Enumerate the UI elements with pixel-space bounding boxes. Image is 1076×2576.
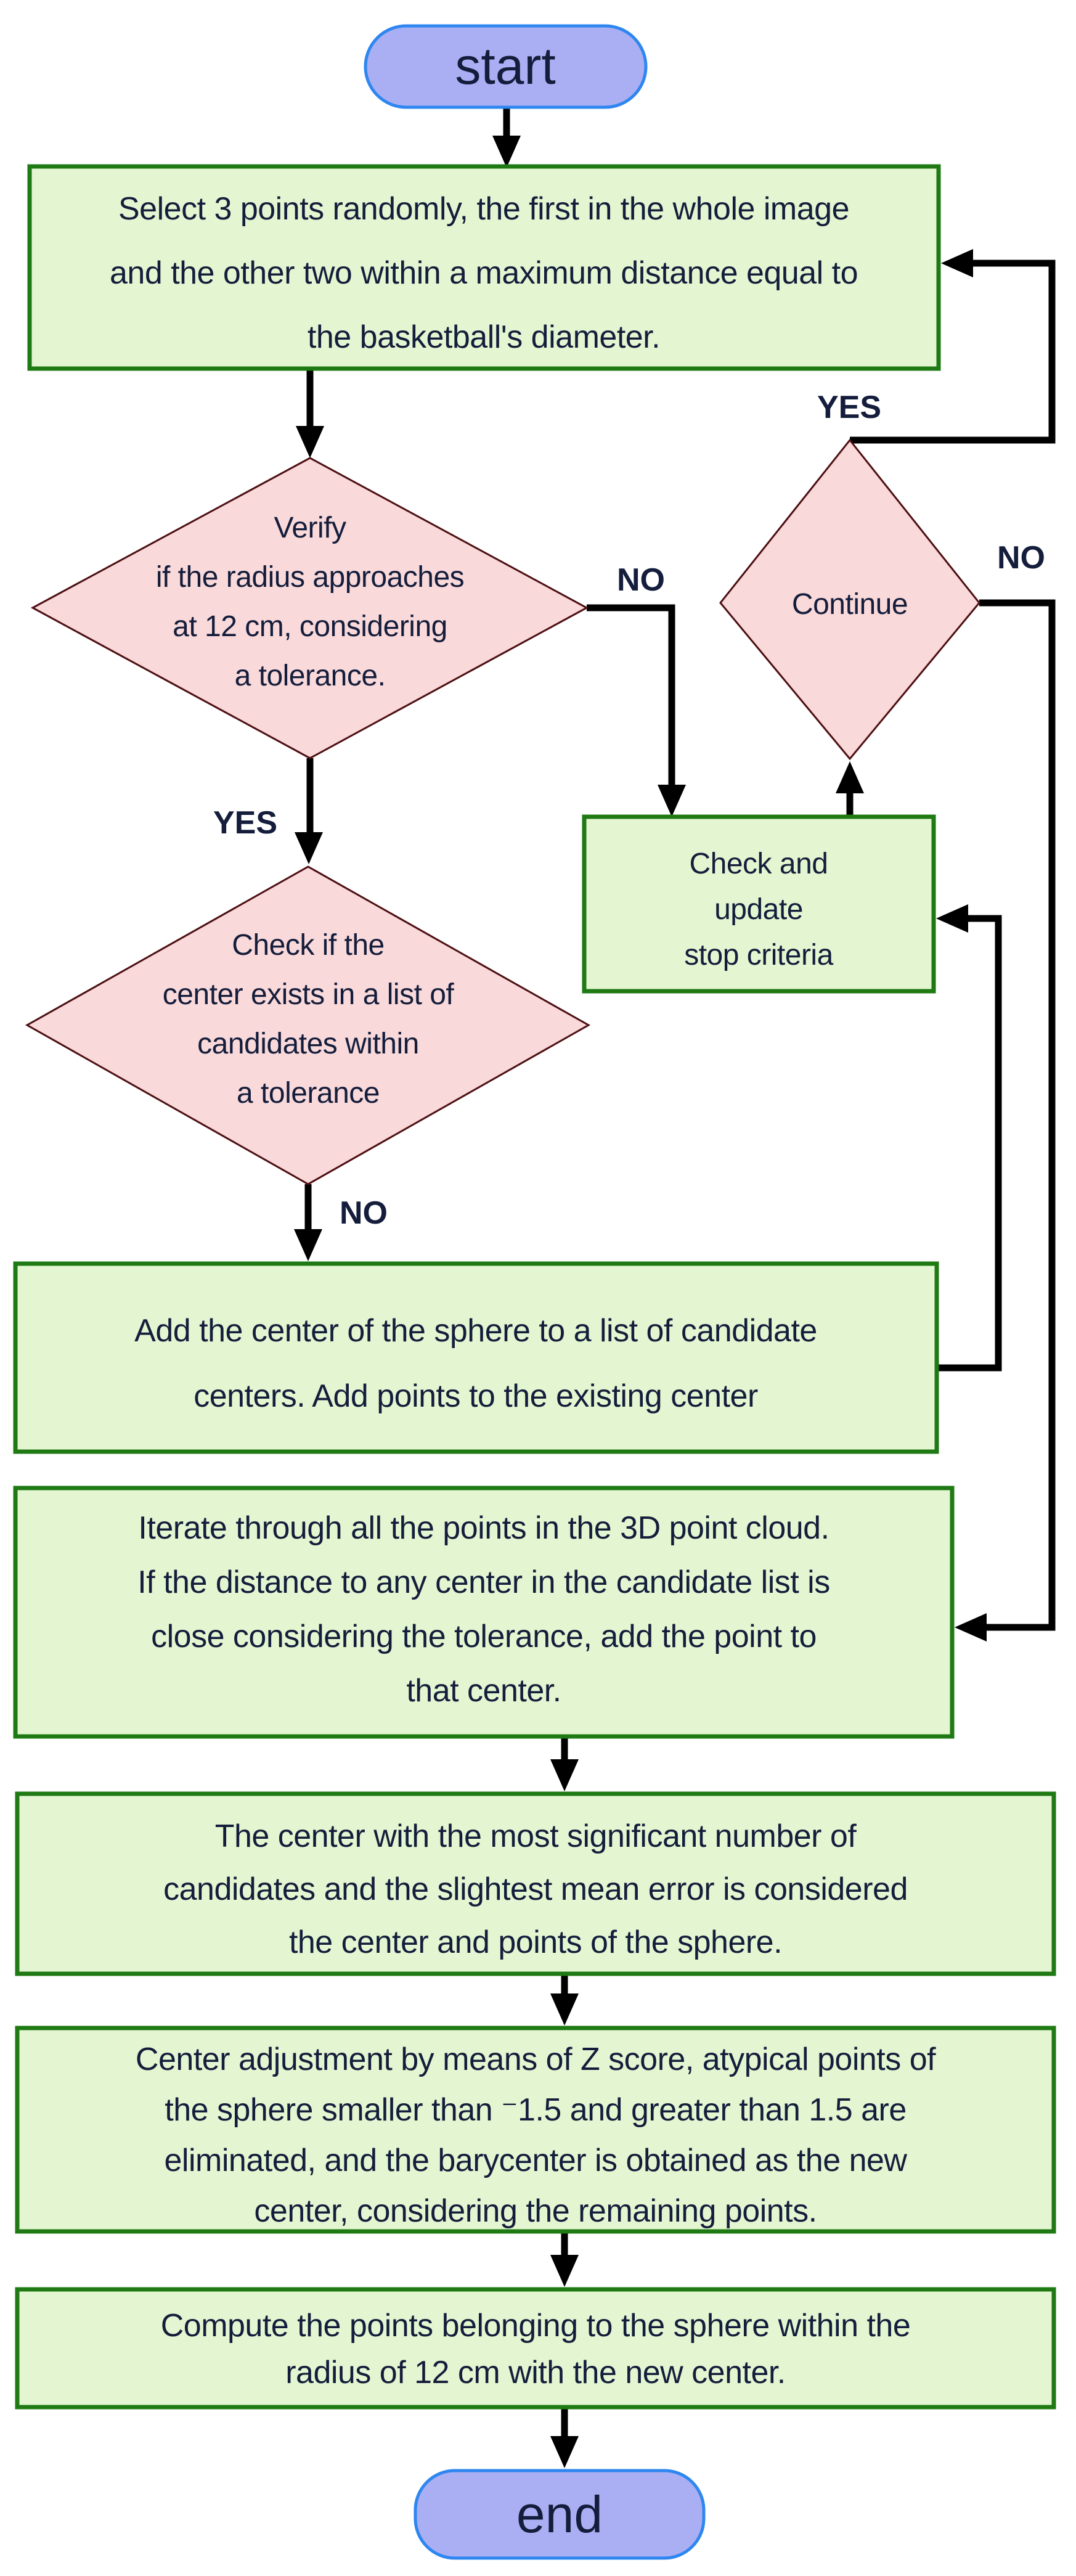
process-iterate-points: Iterate through all the points in the 3D… [13,1486,955,1739]
edge-add-to-check [937,915,1002,1372]
edge-verify-no-to-check [587,604,675,787]
arrowhead-into-check-top [658,785,686,817]
center-adjustment-line2: the sphere smaller than ⁻1.5 and greater… [165,2092,907,2128]
iterate-points-line3: close considering the tolerance, add the… [151,1619,817,1654]
process-center-adjustment: Center adjustment by means of Z score, a… [15,2026,1056,2234]
compute-points-box [15,2287,1056,2410]
arrowhead-into-end-top [550,2436,579,2468]
label-center-exists-no: NO [340,1195,388,1231]
end-shape [414,2469,706,2560]
best-center-line2: candidates and the slightest mean error … [163,1871,908,1907]
verify-radius-line2: if the radius approaches [156,561,464,594]
select-points-line3: the basketball's diameter. [308,319,660,355]
check-stop-line3: stop criteria [684,939,833,971]
process-best-center: The center with the most significant num… [15,1791,1056,1976]
best-center-line3: the center and points of the sphere. [289,1924,782,1960]
label-continue-yes: YES [817,390,881,425]
center-exists-line4: a tolerance [237,1077,380,1110]
center-exists-line3: candidates within [197,1028,419,1060]
arrowhead-into-compute-top [550,2255,579,2287]
iterate-points-box [13,1486,955,1739]
arrowhead-into-best-top [550,1759,579,1791]
arrowhead-into-continue-bottom [836,761,864,793]
decision-continue: Continue [719,438,980,761]
label-verify-yes: YES [213,805,277,841]
arrowhead-into-select-top [492,136,521,168]
add-center-box [13,1261,939,1454]
arrowhead-into-iterate-right [955,1613,987,1642]
continue-label: Continue [792,588,908,621]
center-adjustment-line3: eliminated, and the barycenter is obtain… [165,2143,908,2178]
arrowhead-into-add-top [294,1229,322,1261]
verify-radius-line3: at 12 cm, considering [173,610,447,643]
best-center-box [15,1791,1056,1976]
connectors [294,107,1056,2468]
process-add-center: Add the center of the sphere to a list o… [13,1261,939,1454]
add-center-line2: centers. Add points to the existing cent… [194,1378,758,1414]
iterate-points-line1: Iterate through all the points in the 3D… [138,1510,829,1546]
process-compute-points: Compute the points belonging to the sphe… [15,2287,1056,2410]
decision-verify-radius: Verify if the radius approaches at 12 cm… [30,457,589,759]
center-adjustment-line1: Center adjustment by means of Z score, a… [136,2042,936,2077]
decision-center-exists: Check if the center exists in a list of … [25,865,591,1185]
center-exists-line2: center exists in a list of [163,978,455,1011]
add-center-line1: Add the center of the sphere to a list o… [134,1313,817,1349]
arrowhead-into-exists-top [295,832,323,864]
start-label: start [455,37,555,95]
compute-points-line2: radius of 12 cm with the new center. [285,2355,786,2390]
verify-radius-line1: Verify [274,512,346,544]
center-adjustment-box [15,2026,1056,2234]
terminal-end: end [414,2469,706,2560]
select-points-box [27,164,941,371]
terminal-start: start [364,24,648,109]
check-stop-box [582,814,936,994]
process-select-points: Select 3 points randomly, the first in t… [27,164,941,371]
edge-continue-no-to-iterate [979,599,1056,1631]
label-verify-no: NO [617,562,665,598]
select-points-line2: and the other two within a maximum dista… [110,255,858,291]
edge-continue-yes-to-select [850,260,1056,444]
iterate-points-line4: that center. [406,1673,561,1709]
select-points-line1: Select 3 points randomly, the first in t… [118,191,849,227]
check-stop-line1: Check and [690,848,828,880]
continue-diamond [719,438,980,761]
center-exists-diamond [25,865,591,1185]
label-continue-no: NO [997,540,1045,576]
start-shape [364,24,648,109]
arrowhead-into-verify-top [296,426,324,458]
compute-points-line1: Compute the points belonging to the sphe… [161,2308,911,2344]
verify-radius-diamond [30,457,589,759]
arrowhead-into-check-right [936,904,968,933]
process-check-stop: Check and update stop criteria [582,814,936,994]
edge-labels: NO YES YES NO NO [213,390,1045,1231]
center-adjustment-line4: center, considering the remaining points… [254,2193,817,2229]
check-stop-line2: update [714,893,803,926]
verify-radius-line4: a tolerance. [235,660,386,692]
end-label: end [516,2485,603,2543]
center-exists-line1: Check if the [232,929,384,962]
iterate-points-line2: If the distance to any center in the can… [137,1564,829,1600]
arrowhead-into-adjustment-top [550,1993,579,2026]
arrowhead-into-select-right [941,249,973,277]
best-center-line1: The center with the most significant num… [215,1818,857,1854]
